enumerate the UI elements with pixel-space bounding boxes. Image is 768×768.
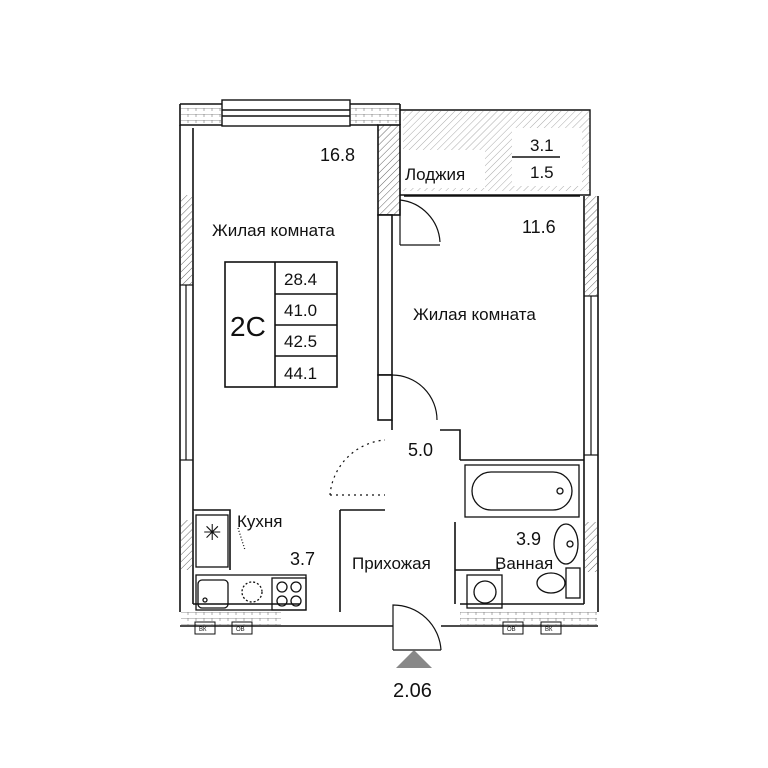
kitchen-name: Кухня [237, 512, 283, 531]
floor-mark: 2.06 [393, 680, 432, 702]
asterisk-icon: ✳ [203, 520, 221, 545]
toilet [536, 567, 581, 599]
entrance-marker [396, 650, 432, 668]
living-left-area: 16.8 [320, 145, 355, 165]
loggia-area-reduced: 1.5 [530, 163, 554, 182]
door-swings [329, 199, 442, 651]
window-right [584, 295, 598, 456]
summary-area-3: 42.5 [284, 332, 317, 351]
living-right-area: 11.6 [522, 217, 556, 237]
exterior-walls [179, 103, 599, 627]
summary-box [224, 261, 338, 388]
ov-mark-right: ОВ [507, 627, 516, 633]
washbasin [553, 523, 579, 565]
bathtub [464, 464, 580, 518]
living-left-name: Жилая комната [212, 221, 335, 240]
kitchen-area: 3.7 [290, 549, 315, 569]
summary-area-2: 41.0 [284, 301, 317, 320]
kitchen-fixtures [195, 514, 307, 611]
bk-mark-right: ВК [545, 627, 553, 633]
ov-mark-left: ОВ [236, 627, 245, 633]
window-top [221, 99, 351, 127]
window-left [180, 284, 193, 461]
washing-machine [466, 574, 503, 609]
loggia-area-full: 3.1 [530, 136, 554, 155]
hallway-name: Прихожая [352, 554, 431, 573]
loggia [395, 109, 591, 197]
bathroom-area: 3.9 [516, 529, 541, 549]
summary-area-4: 44.1 [284, 364, 317, 383]
loggia-name: Лоджия [405, 165, 465, 184]
bathroom-name: Ванная [495, 554, 553, 573]
shafts [194, 621, 562, 635]
corridor-area: 5.0 [408, 440, 433, 460]
bk-mark-left: ВК [199, 627, 207, 633]
interior-walls [193, 124, 584, 612]
living-right-name: Жилая комната [413, 305, 536, 324]
apartment-type: 2С [230, 311, 266, 342]
summary-area-1: 28.4 [284, 270, 317, 289]
